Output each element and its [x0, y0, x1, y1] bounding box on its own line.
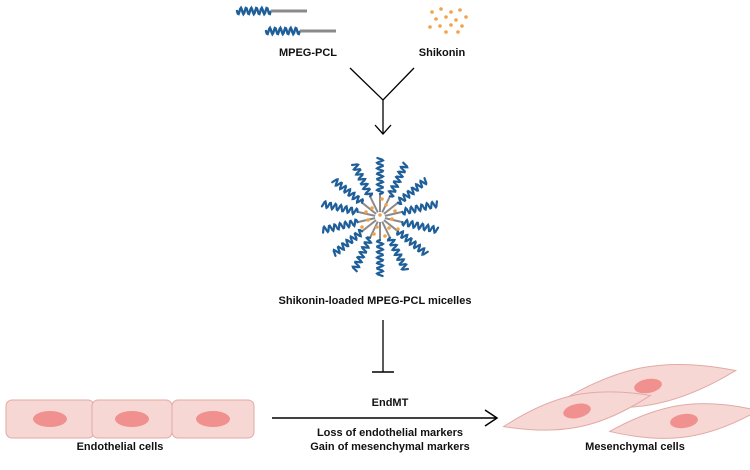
- micelle-core-chain: [360, 219, 377, 233]
- micelle-peg-chain: [331, 178, 365, 205]
- loaded-drug-dot: [360, 225, 364, 229]
- loaded-drug-dot: [375, 225, 379, 229]
- micelle-peg-chain: [321, 218, 359, 234]
- micelle-peg-chain: [396, 177, 428, 206]
- micelle-core-chain: [360, 201, 377, 215]
- process-label: EndMT: [371, 397, 409, 409]
- micelle-core-chain: [368, 221, 379, 240]
- micelle-peg-chain: [332, 228, 364, 257]
- endothelial-cells-illustration: [5, 399, 255, 439]
- merge-arrowhead: [374, 124, 392, 135]
- inhibition-arrow-icon: [372, 320, 394, 373]
- micelle-core-chain: [356, 217, 376, 224]
- mesenchymal-cell: [502, 391, 652, 431]
- peg-chain: [235, 5, 272, 17]
- loaded-drug-dot: [384, 203, 388, 207]
- drug-dot: [460, 24, 464, 28]
- loaded-drug-dot: [378, 213, 382, 217]
- drug-dots-icon: [428, 7, 468, 34]
- drug-dot: [444, 30, 448, 34]
- drug-dot: [456, 30, 460, 34]
- loaded-drug-dot: [366, 218, 370, 222]
- drug-dot: [454, 18, 458, 22]
- loaded-drug-dot: [387, 226, 391, 230]
- drug-dot: [434, 17, 438, 21]
- drug-dot: [428, 25, 432, 29]
- effect-line1: Loss of endothelial markers: [316, 427, 464, 439]
- endothelial-cells-label: Endothelial cells: [76, 441, 164, 453]
- peg-chain: [264, 25, 301, 37]
- drug-dot: [449, 23, 453, 27]
- transition-arrowhead: [484, 409, 499, 427]
- drug-dot: [444, 15, 448, 19]
- cell-nucleus: [33, 411, 67, 427]
- cell-nucleus: [196, 411, 230, 427]
- loaded-drug-dot: [396, 227, 400, 231]
- micelle-peg-chain: [386, 236, 410, 271]
- cell-nucleus: [563, 403, 591, 419]
- micelle-peg-chain: [350, 163, 374, 198]
- micelle-core-chain: [383, 201, 400, 215]
- loaded-drug-dot: [383, 234, 387, 238]
- cell-nucleus: [670, 413, 698, 429]
- loaded-drug-dot: [372, 232, 376, 236]
- merge-lines: [349, 67, 415, 101]
- micelle-peg-chain: [395, 229, 429, 256]
- micelle-icon: [320, 156, 440, 278]
- micelle-core-chain: [384, 217, 404, 224]
- loaded-drug-dot: [390, 217, 394, 221]
- loaded-drug-dot: [370, 206, 374, 210]
- micelle-core-chain: [381, 221, 392, 240]
- micelle-peg-chain: [320, 199, 359, 216]
- drug-dot: [439, 7, 443, 11]
- drug-dot: [438, 24, 442, 28]
- mesenchymal-cell: [608, 403, 750, 439]
- loaded-drug-dot: [380, 197, 384, 201]
- polymer-label: MPEG-PCL: [278, 47, 338, 59]
- loaded-drug-dot: [364, 210, 368, 214]
- drug-dot: [464, 15, 468, 19]
- merge-arrow-icon: [349, 67, 415, 135]
- cell-nucleus: [115, 411, 149, 427]
- micelle-peg-chain: [387, 161, 409, 198]
- micelle-peg-chain: [375, 156, 385, 196]
- effect-line2: Gain of mesenchymal markers: [310, 441, 470, 453]
- drug-dot: [458, 8, 462, 12]
- drug-label: Shikonin: [418, 47, 466, 59]
- drug-dot: [449, 10, 453, 14]
- micelle-core-chain: [383, 219, 400, 233]
- loaded-drug-dot: [393, 209, 397, 213]
- micelle-peg-chain: [375, 238, 385, 278]
- mesenchymal-cells-illustration: [502, 363, 750, 439]
- transition-arrow-icon: [272, 409, 499, 427]
- micelle-peg-chain: [401, 218, 440, 235]
- wavy-polymer-icon: [235, 5, 336, 37]
- mesenchymal-cells-label: Mesenchymal cells: [585, 441, 685, 453]
- micelle-label: Shikonin-loaded MPEG-PCL micelles: [278, 295, 472, 307]
- micelle-core-chain: [384, 210, 404, 217]
- cell-nucleus: [634, 378, 662, 394]
- micelle-peg-chain: [401, 200, 439, 216]
- micelle-core-chain: [368, 194, 379, 213]
- drug-dot: [430, 10, 434, 14]
- micelle-peg-chain: [351, 236, 373, 273]
